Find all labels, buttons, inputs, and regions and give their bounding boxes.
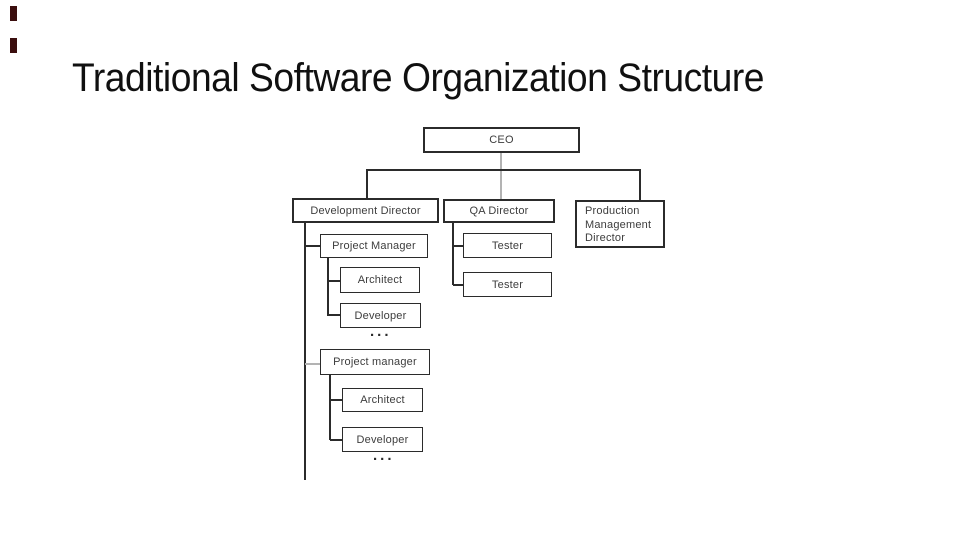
connector-ceo-drop	[500, 153, 502, 200]
connector-stub-developer1	[328, 314, 340, 316]
slide-accent-mark-top	[10, 6, 17, 21]
org-node-project-manager-2: Project manager	[320, 349, 430, 375]
org-node-project-manager-1: Project Manager	[320, 234, 428, 258]
connector-pm2-drop	[329, 375, 331, 440]
org-node-developer-1: Developer	[340, 303, 421, 328]
connector-qa-drop	[452, 223, 454, 285]
connector-stub-pm2	[305, 363, 320, 365]
org-node-tester-1: Tester	[463, 233, 552, 258]
connector-pm1-drop	[327, 258, 329, 316]
connector-trunk	[304, 223, 306, 480]
org-node-architect-1: Architect	[340, 267, 420, 293]
connector-horizontal	[366, 169, 641, 171]
org-node-production-management-director: Production Management Director	[575, 200, 665, 248]
org-node-architect-2: Architect	[342, 388, 423, 412]
page-title: Traditional Software Organization Struct…	[72, 56, 764, 100]
slide-accent-mark-bottom	[10, 38, 17, 53]
ellipsis-dots-1: ...	[370, 323, 392, 340]
connector-right-drop	[639, 169, 641, 201]
org-node-developer-2: Developer	[342, 427, 423, 452]
connector-stub-architect2	[330, 399, 342, 401]
connector-stub-tester1	[453, 245, 463, 247]
connector-stub-tester2	[453, 284, 463, 286]
connector-stub-developer2	[330, 439, 342, 441]
org-node-development-director: Development Director	[292, 198, 439, 223]
ellipsis-dots-2: ...	[373, 447, 395, 464]
connector-stub-pm1	[305, 245, 320, 247]
org-node-ceo: CEO	[423, 127, 580, 153]
org-node-tester-2: Tester	[463, 272, 552, 297]
org-node-qa-director: QA Director	[443, 199, 555, 223]
connector-left-drop	[366, 169, 368, 199]
connector-stub-architect1	[328, 280, 340, 282]
